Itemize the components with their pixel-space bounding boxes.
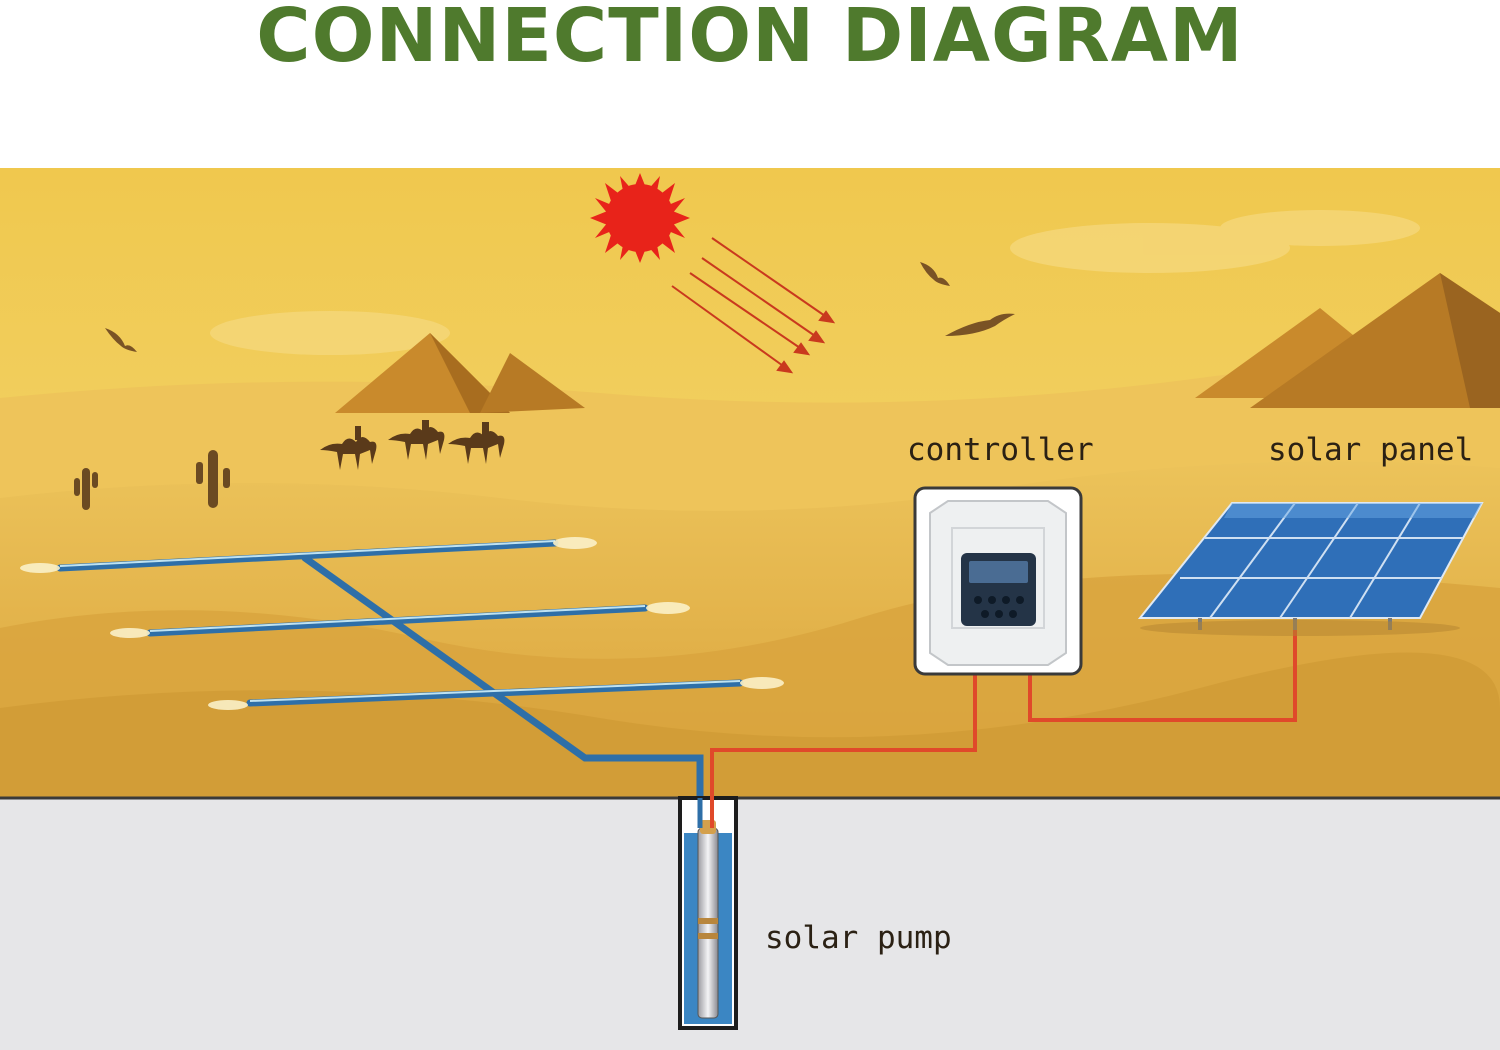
water-spray [20, 537, 784, 710]
solar-pump-label: solar pump [765, 920, 952, 956]
diagram-title: CONNECTION DIAGRAM [256, 0, 1244, 79]
irrigation-pipes [56, 539, 744, 802]
camel-icon [320, 420, 505, 470]
ground [0, 798, 1500, 1050]
pyramid-icon [335, 333, 585, 413]
front-dunes [0, 652, 1500, 798]
pump-icon [697, 820, 719, 1019]
solar-panel-label: solar panel [1268, 432, 1474, 468]
cactus-icon [74, 450, 230, 510]
controller-icon [913, 486, 1083, 676]
power-wires [710, 628, 1297, 828]
sun-rays [671, 237, 836, 374]
pipe-highlight [59, 540, 741, 702]
pyramid-icon [1195, 273, 1500, 408]
bird-icon [105, 262, 1015, 352]
clouds [210, 210, 1420, 355]
sun-icon [590, 173, 690, 263]
desert-scene [0, 168, 1500, 1050]
solar-panel-icon [1137, 502, 1484, 636]
controller-label: controller [907, 432, 1094, 468]
